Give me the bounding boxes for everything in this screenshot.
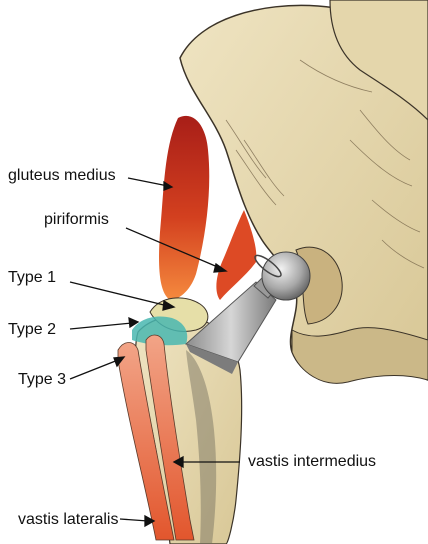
implant-head: [262, 252, 310, 300]
label-type-2: Type 2: [8, 322, 56, 338]
label-vastis-lateralis: vastis lateralis: [18, 512, 118, 528]
gluteus-medius-muscle: [159, 116, 209, 300]
ischium-bone: [292, 328, 428, 384]
label-piriformis: piriformis: [44, 212, 109, 228]
label-vastis-intermedius: vastis intermedius: [248, 454, 376, 470]
label-type-3: Type 3: [18, 372, 66, 388]
label-type-1: Type 1: [8, 270, 56, 286]
label-gluteus-medius: gluteus medius: [8, 168, 116, 184]
